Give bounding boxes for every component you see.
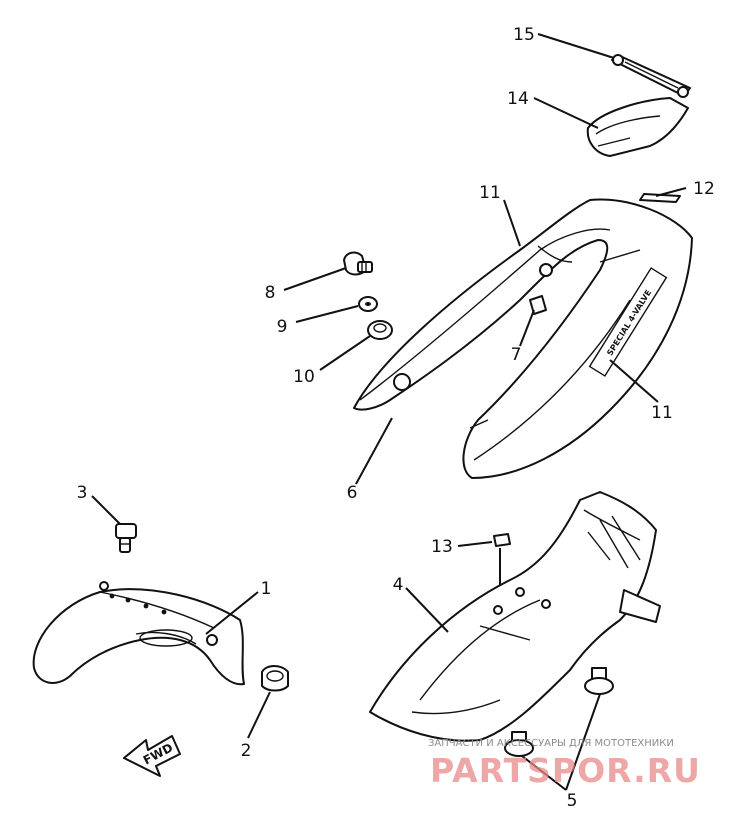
callout-4: 4 [393,575,404,595]
part-9-washer [358,296,378,312]
callout-6: 6 [347,483,358,503]
callout-5: 5 [567,791,578,811]
callout-11-top: 11 [479,183,501,203]
part-4-rear-fender [369,491,661,742]
part-8-bolt [343,251,373,276]
callout-13: 13 [431,537,453,557]
fwd-arrow-icon: FWD [123,735,181,777]
watermark-caption: ЗАПЧАСТИ И АКСЕССУАРЫ ДЛЯ МОТОТЕХНИКИ [428,738,674,749]
callout-14: 14 [507,89,529,109]
leader-lines [91,33,687,791]
part-12-emblem [639,193,681,203]
part-3-bolt [115,523,137,553]
part-6-tail-cover: SPECIAL 4-VALVE [353,198,693,479]
callout-7: 7 [511,345,522,365]
watermark-brand: PARTSPOR.RU [430,751,701,790]
callout-2: 2 [241,741,252,761]
part-15-strap [611,54,691,98]
part-5-damper-left [504,731,534,757]
callout-3: 3 [77,483,88,503]
callout-1: 1 [261,579,272,599]
callout-9: 9 [277,317,288,337]
callout-11-bottom: 11 [651,403,673,423]
callout-15: 15 [513,25,535,45]
part-5-damper-right [584,667,614,695]
callout-8: 8 [265,283,276,303]
part-1-front-fender [32,581,245,686]
callout-10: 10 [293,367,315,387]
part-14-tail-lens [586,97,689,157]
part-10-grommet [367,320,393,340]
part-13-clip [493,533,511,547]
part-7-clip [529,295,547,315]
callout-12: 12 [693,179,715,199]
part-2-nut [261,665,289,692]
